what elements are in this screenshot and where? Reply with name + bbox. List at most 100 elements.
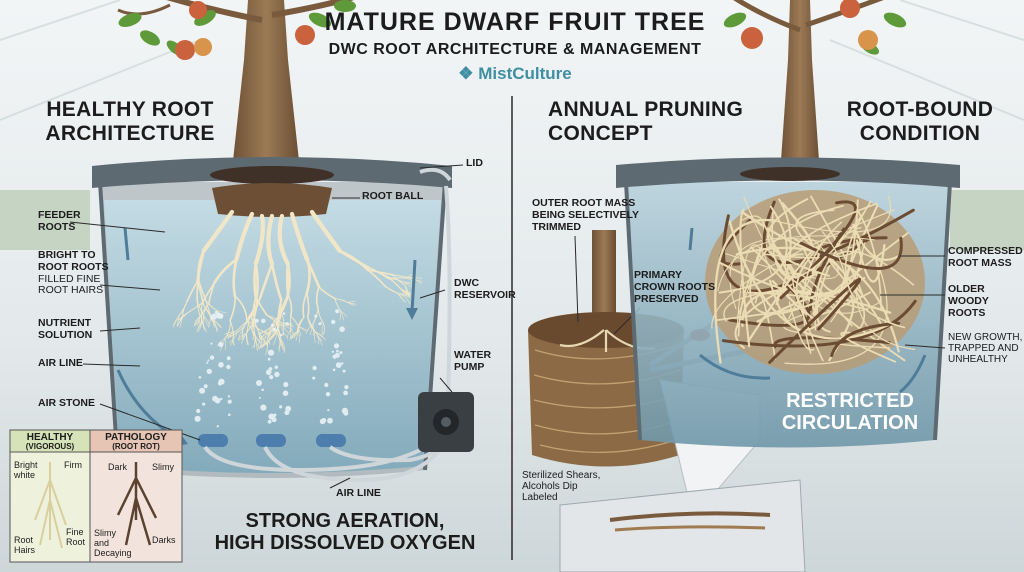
bubble bbox=[227, 395, 231, 398]
root-strand bbox=[305, 323, 314, 334]
root-strand bbox=[224, 319, 231, 339]
root-strand bbox=[277, 213, 290, 266]
bubble bbox=[339, 351, 343, 355]
root-strand bbox=[305, 258, 311, 295]
bubble bbox=[206, 361, 209, 364]
left-heading-line1: HEALTHY ROOT bbox=[46, 98, 214, 121]
bubble bbox=[261, 388, 264, 392]
trim-bin bbox=[559, 479, 806, 572]
bubble bbox=[265, 369, 272, 376]
root-strand bbox=[203, 315, 210, 326]
root-strand bbox=[194, 316, 201, 325]
root-strand bbox=[295, 330, 298, 341]
air-stone-2 bbox=[256, 434, 286, 447]
root-strand bbox=[205, 300, 218, 311]
root-strand bbox=[208, 316, 212, 328]
bubble bbox=[327, 417, 333, 424]
bubble bbox=[319, 418, 326, 425]
root-strand bbox=[296, 316, 305, 332]
bubble bbox=[336, 349, 339, 353]
root-strand bbox=[227, 331, 237, 338]
bubble bbox=[256, 380, 262, 386]
root-strand bbox=[229, 295, 236, 322]
bound-root-strand bbox=[830, 321, 901, 358]
root-strand bbox=[176, 316, 179, 327]
bubble bbox=[218, 378, 225, 385]
root-strand bbox=[196, 279, 200, 303]
bubble bbox=[332, 368, 336, 372]
bubble bbox=[255, 318, 259, 323]
greenery-left bbox=[0, 190, 90, 250]
bound-root-strand bbox=[784, 202, 878, 311]
root-strand bbox=[340, 310, 344, 321]
root-strand bbox=[323, 323, 325, 336]
root-strand bbox=[266, 314, 282, 326]
root-bound-mass bbox=[705, 190, 925, 374]
bubble bbox=[314, 314, 318, 318]
root-strand bbox=[234, 211, 255, 262]
bound-root-strand bbox=[739, 208, 751, 348]
root-strand bbox=[278, 295, 289, 319]
bubble bbox=[285, 322, 289, 326]
root-strand bbox=[258, 262, 274, 299]
root-strand bbox=[298, 326, 302, 336]
root-strand bbox=[262, 331, 272, 340]
root-strand bbox=[321, 323, 324, 336]
greenhouse-backdrop bbox=[0, 0, 1024, 121]
bound-root-strand bbox=[754, 294, 776, 360]
root-strand bbox=[276, 333, 284, 345]
root-strand bbox=[260, 330, 272, 335]
root-strand bbox=[410, 277, 423, 279]
left-heading: HEALTHY ROOT ARCHITECTURE bbox=[10, 98, 250, 145]
bubble bbox=[333, 343, 340, 349]
root-strand bbox=[197, 320, 202, 332]
bubble bbox=[341, 407, 348, 414]
legend-dark: Dark bbox=[108, 462, 128, 472]
bubble bbox=[283, 381, 289, 388]
bubble bbox=[342, 369, 346, 373]
bubble bbox=[267, 419, 272, 424]
root-strand bbox=[298, 326, 308, 331]
root-strand bbox=[367, 269, 394, 276]
bubble bbox=[335, 362, 342, 368]
bound-root-strand bbox=[775, 195, 891, 233]
root-strand bbox=[314, 331, 323, 342]
bubble bbox=[261, 318, 266, 324]
bubble bbox=[335, 309, 340, 314]
root-strand bbox=[258, 335, 260, 346]
bubble bbox=[327, 409, 330, 412]
root-strand bbox=[178, 301, 188, 317]
bubble bbox=[202, 402, 206, 406]
root-strand bbox=[252, 320, 260, 336]
root-strand bbox=[224, 337, 226, 351]
bound-root-strand bbox=[750, 246, 797, 294]
bubble bbox=[218, 362, 224, 368]
bubble bbox=[279, 405, 283, 409]
bubble bbox=[319, 322, 322, 325]
root-strand bbox=[289, 331, 299, 340]
root-strand bbox=[212, 319, 218, 333]
legend-darks: Darks bbox=[152, 535, 176, 545]
bound-root-strand bbox=[855, 242, 916, 350]
legend-healthy-title: HEALTHY(VIGOROUS) bbox=[25, 432, 75, 452]
root-strand bbox=[289, 211, 310, 262]
bubble bbox=[194, 415, 201, 422]
bound-root-strand bbox=[711, 209, 895, 329]
root-strand bbox=[367, 269, 387, 288]
root-strand bbox=[193, 316, 201, 327]
root-strand bbox=[314, 331, 324, 338]
bubble bbox=[220, 397, 223, 401]
bubble bbox=[312, 365, 317, 371]
label-air-line-bottom: AIR LINE bbox=[336, 487, 381, 499]
legend-pathology-title: PATHOLOGY(ROOT ROT) bbox=[105, 432, 167, 452]
root-strand bbox=[196, 320, 202, 333]
legend-firm: Firm bbox=[64, 460, 82, 470]
root-strand bbox=[254, 336, 256, 349]
root-strand bbox=[186, 280, 199, 303]
droplet-icon: ❖ bbox=[458, 64, 474, 83]
root-strand bbox=[266, 213, 275, 267]
